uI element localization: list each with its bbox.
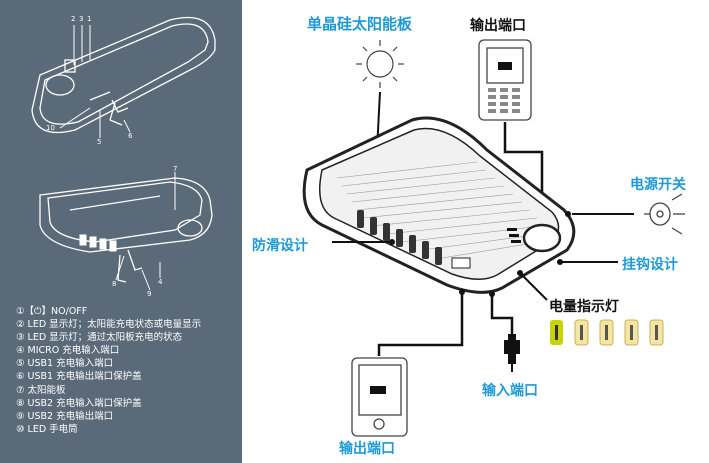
feature-legend: ①【⏻】NO/OFF ② LED 显示灯；太阳能充电状态或电量显示 ③ LED … xyxy=(16,305,201,436)
callout-8: 8 xyxy=(112,280,117,288)
callout-7: 7 xyxy=(173,165,178,173)
label-power-switch: 电源开关 xyxy=(630,177,686,193)
usb-plug-icon xyxy=(504,334,520,364)
label-battery-indicator: 电量指示灯 xyxy=(549,299,619,315)
label-solar-panel: 单晶硅太阳能板 xyxy=(307,15,413,33)
legend-item-2: ② LED 显示灯；太阳能充电状态或电量显示 xyxy=(16,319,202,331)
callout-4: 4 xyxy=(158,278,163,286)
callout-6: 6 xyxy=(128,132,133,140)
sun-icon xyxy=(356,40,404,88)
callout-2: 2 xyxy=(71,15,76,23)
power-bank-body xyxy=(302,116,576,294)
phone-icon-top xyxy=(478,39,532,121)
legend-item-9: ⑨ USB2 充电输出端口 xyxy=(16,410,114,422)
legend-item-7: ⑦ 太阳能板 xyxy=(16,384,66,396)
legend-item-3: ③ LED 显示灯；通过太阳板充电的状态 xyxy=(16,332,183,344)
battery-indicator-leds xyxy=(550,319,664,346)
label-output-port-top: 输出端口 xyxy=(470,18,526,34)
phone-icon-bottom xyxy=(351,357,408,437)
flashlight-icon xyxy=(644,193,685,235)
legend-item-8: ⑧ USB2 充电输入端口保护盖 xyxy=(16,397,142,409)
callout-5: 5 xyxy=(97,138,102,146)
label-input-port: 输入端口 xyxy=(482,383,538,399)
right-panel: 单晶硅太阳能板 输出端口 电源开关 防滑设计 挂钩设计 电量指示灯 输入端口 输… xyxy=(242,0,709,463)
power-bank-diagram xyxy=(302,39,685,437)
legend-item-4: ④ MICRO 充电输入端口 xyxy=(16,345,120,357)
callout-3: 3 xyxy=(79,15,84,23)
callout-1: 1 xyxy=(87,15,92,23)
legend-item-6: ⑥ USB1 充电输出端口保护盖 xyxy=(16,371,142,383)
legend-item-10: ⑩ LED 手电筒 xyxy=(16,423,78,435)
device-views-illustration xyxy=(31,16,216,291)
label-anti-slip: 防滑设计 xyxy=(252,238,308,254)
legend-item-1: ①【⏻】NO/OFF xyxy=(16,306,88,317)
label-output-port-bottom: 输出端口 xyxy=(339,441,395,457)
legend-item-5: ⑤ USB1 充电输入端口 xyxy=(16,358,114,370)
left-panel: 2 3 1 10 5 6 7 8 9 4 ①【⏻】NO/OFF ② LED 显示… xyxy=(0,0,242,463)
callout-9: 9 xyxy=(147,290,152,298)
callout-10: 10 xyxy=(46,124,55,132)
label-hook: 挂钩设计 xyxy=(622,257,678,273)
